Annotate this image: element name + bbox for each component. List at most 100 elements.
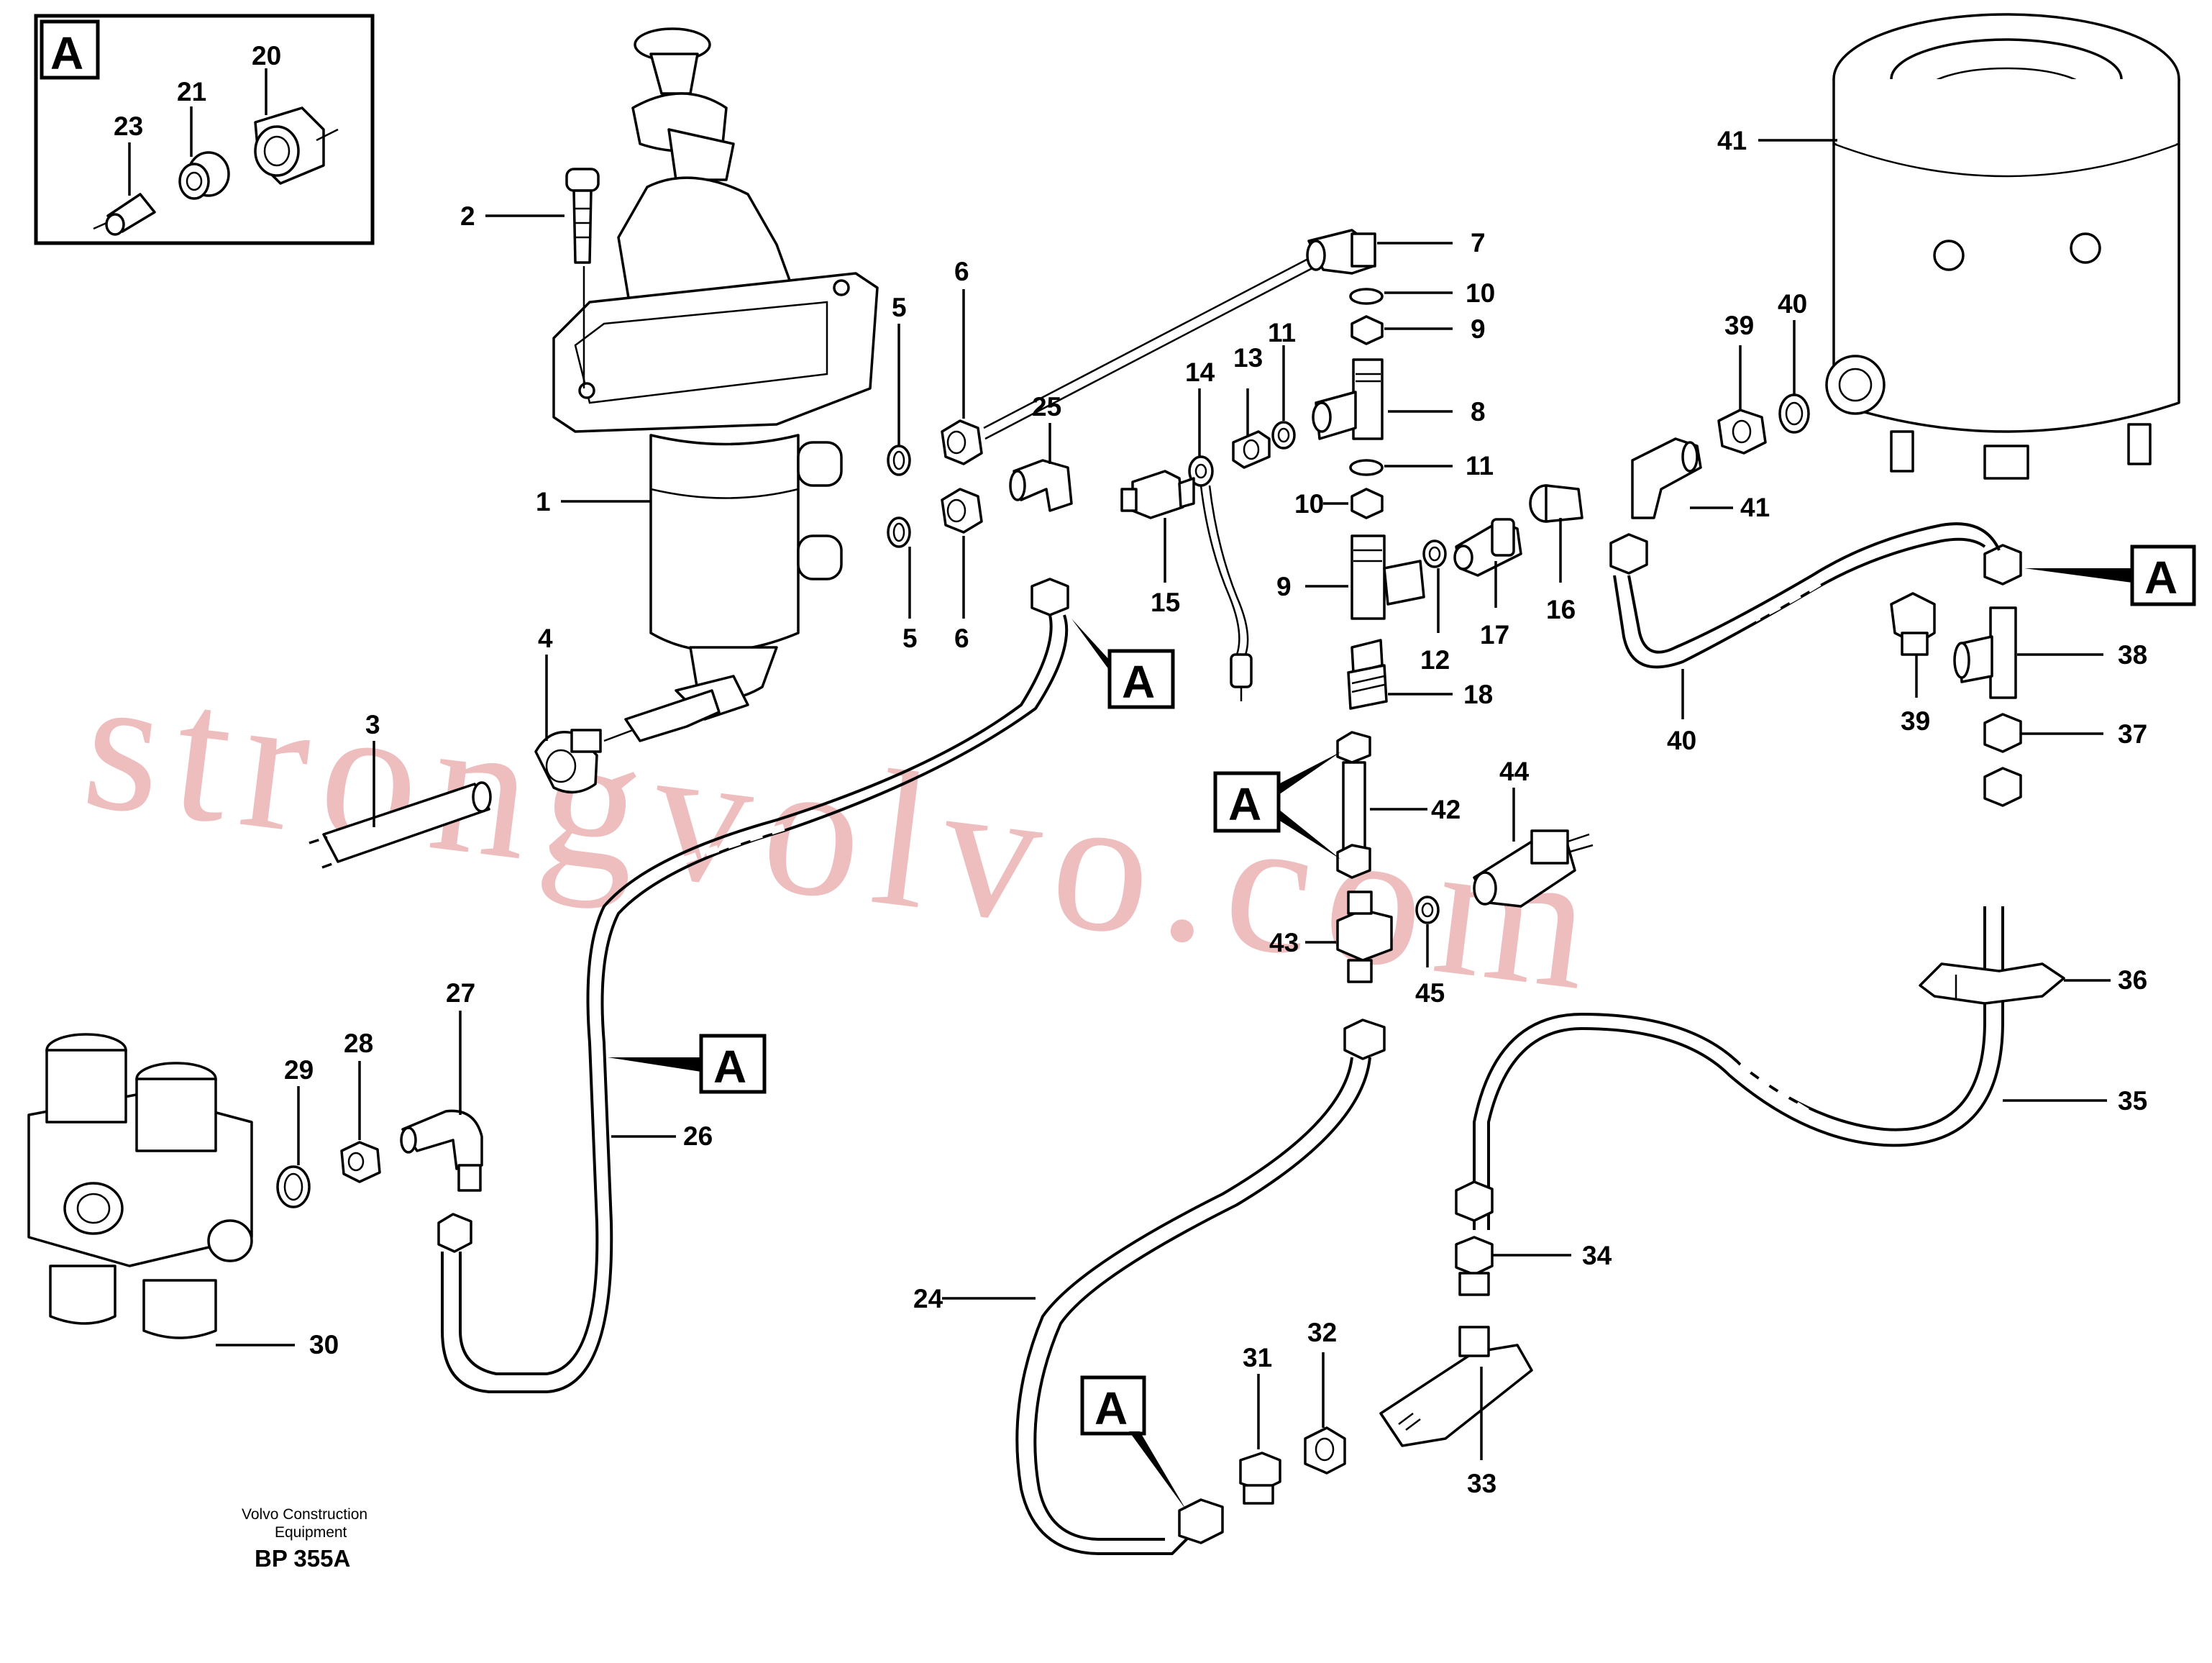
nipple-part-31: [1455, 1236, 1494, 1296]
detail-box-a: A 23 21 20: [34, 14, 375, 245]
o-ring-part-40: [1778, 393, 1810, 434]
plug-part-28: [1239, 1452, 1281, 1505]
callout-24: 27: [446, 978, 475, 1008]
callout-36: 39: [1901, 706, 1930, 736]
callout-26: 29: [284, 1055, 314, 1085]
tee-part-35: [1953, 606, 2017, 699]
adapter-part-12: [1232, 430, 1271, 469]
callout-1: 1: [536, 487, 551, 516]
ring-part-19: [178, 151, 230, 200]
callout-37: 40: [1667, 726, 1696, 755]
hose-part-21: [1015, 1019, 1386, 1555]
sensor-part-16: [1453, 518, 1522, 577]
sensor-part-14: [1120, 470, 1195, 519]
nut-part-34: [1983, 713, 2022, 753]
svg-text:A: A: [1122, 656, 1155, 708]
pressure-switch-part-44: [1473, 829, 1594, 908]
callout-38: 41: [1740, 493, 1770, 522]
housing-part-41: [1825, 13, 2180, 480]
tee-part-8b: [1350, 534, 1425, 620]
callout-35: 38: [2118, 640, 2147, 670]
callout-22: 25: [1032, 392, 1061, 422]
ref-box-a-5: A: [2024, 545, 2196, 606]
ref-box-a-2: A: [1213, 752, 1341, 860]
callout-31: 34: [1582, 1241, 1612, 1270]
callout-42: 42: [1431, 795, 1461, 824]
callout-43: 43: [1269, 928, 1299, 957]
callout-30: 33: [1467, 1469, 1496, 1498]
washer-part-45: [1415, 896, 1440, 924]
callout-17: 18: [1463, 680, 1493, 709]
callout-32: 35: [2118, 1086, 2147, 1116]
valve-block-part-27: [27, 1033, 253, 1339]
pipe-part-42: [1336, 731, 1371, 879]
callout-33: 36: [2118, 965, 2147, 995]
callout-23: 26: [683, 1121, 713, 1151]
fitting-part-36: [1890, 592, 1936, 656]
nut-part-6a: [941, 419, 983, 465]
callout-34: 37: [2118, 719, 2147, 749]
connector-part-15: [1529, 484, 1583, 523]
callout-8a: 8: [1471, 397, 1486, 427]
svg-text:A: A: [2144, 552, 2177, 603]
callout-8b: 9: [1276, 572, 1292, 601]
svg-text:41: 41: [1717, 126, 1747, 155]
nut-part-9b: [1350, 488, 1384, 519]
footer-code: BP 355A: [255, 1545, 350, 1572]
footer-line-2: Equipment: [275, 1524, 347, 1541]
clamp-part-4: [534, 689, 721, 794]
callout-5a: 5: [892, 293, 907, 322]
callout-12: 13: [1233, 343, 1263, 373]
hose-part-23: [437, 578, 1069, 1393]
o-ring-part-10a: [1349, 288, 1384, 305]
washer-part-11b: [1422, 539, 1447, 568]
callout-6a: 6: [954, 257, 969, 286]
tee-part-43: [1336, 890, 1393, 983]
callout-29: 32: [1307, 1318, 1337, 1347]
nut-part-18: [254, 106, 339, 185]
o-ring-part-10b: [1349, 459, 1384, 476]
union-part-17: [1347, 639, 1388, 710]
svg-text:40: 40: [1778, 289, 1807, 319]
cable-tie-part-33: [1919, 962, 2065, 1005]
hose-part-37: [1609, 522, 2022, 669]
ref-box-a-4: A: [1080, 1375, 1187, 1511]
callout-10a: 10: [1466, 278, 1495, 308]
o-ring-part-5a: [887, 445, 911, 476]
elbow-part-7: [1306, 229, 1376, 275]
callout-7: 7: [1471, 228, 1486, 258]
o-ring-part-5b: [887, 516, 911, 548]
callout-45: 45: [1415, 978, 1445, 1008]
callout-13: 14: [1185, 357, 1215, 387]
callout-28: 31: [1243, 1343, 1272, 1372]
callout-11b: 12: [1420, 645, 1450, 675]
nut-part-9a: [1350, 315, 1384, 345]
bolt-part-2: [565, 168, 600, 388]
hose-part-32: [1455, 791, 2006, 1230]
svg-text:A: A: [1094, 1382, 1128, 1434]
pipe-part-3: [309, 781, 492, 869]
footer-line-1: Volvo Construction: [242, 1506, 367, 1523]
nut-part-6b: [941, 488, 983, 534]
nut-part-39: [1717, 409, 1767, 455]
sleeve-part-20: [93, 193, 156, 236]
callout-19: 21: [177, 77, 206, 106]
callout-14: 15: [1151, 588, 1180, 617]
callout-11a: 11: [1268, 318, 1296, 347]
hand-control-valve-part-1: [552, 27, 879, 721]
svg-text:A: A: [713, 1041, 746, 1093]
callout-27: 30: [309, 1330, 339, 1359]
elbow-part-24: [400, 1109, 483, 1192]
callout-5b: 5: [902, 624, 918, 653]
callout-20: 23: [114, 111, 143, 141]
nut-part-25: [340, 1141, 381, 1183]
callout-44: 44: [1499, 757, 1530, 786]
svg-text:4: 4: [538, 624, 553, 653]
callout-9b: 10: [1294, 489, 1324, 519]
o-ring-part-26: [276, 1165, 311, 1208]
callout-9a: 9: [1471, 314, 1486, 344]
callout-2: 2: [460, 201, 475, 231]
elbow-part-38: [1631, 437, 1702, 519]
callout-16: 17: [1480, 620, 1509, 650]
